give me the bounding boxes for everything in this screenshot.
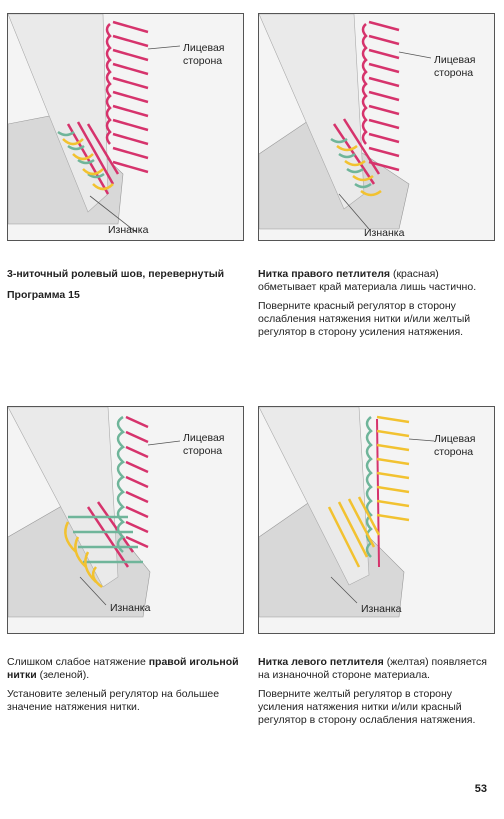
caption-2: Нитка правого петлителя (красная) обметы… <box>258 268 498 345</box>
caption-2-lead-rest: (красная) обметывает край материала лишь… <box>258 268 477 293</box>
caption-3-lead-plain: Слишком слабое натяжение <box>7 656 149 668</box>
caption-3-para2: Установите зеленый регулятор на большее … <box>7 688 220 713</box>
caption-1-title: 3-ниточный ролевый шов, перевернутый <box>7 268 225 280</box>
face-side-label: Лицевая сторона <box>183 432 225 457</box>
caption-1: 3-ниточный ролевый шов, перевернутый Про… <box>7 268 247 308</box>
seam-illustration-2 <box>259 14 432 230</box>
face-side-label: Лицевая сторона <box>434 433 476 458</box>
back-side-label: Изнанка <box>361 603 402 615</box>
diagram-panel-2: Лицевая сторона Изнанка <box>258 13 495 241</box>
diagram-panel-1: Лицевая сторона Изнанка <box>7 13 244 241</box>
caption-2-para2: Поверните красный регулятор в сторону ос… <box>258 300 471 338</box>
seam-illustration-4 <box>259 407 435 618</box>
caption-4-lead-rest: (желтая) появляется на изнаночной сторон… <box>258 656 487 681</box>
seam-illustration-1 <box>8 14 181 233</box>
face-side-label: Лицевая сторона <box>434 54 476 79</box>
back-side-label: Изнанка <box>110 602 151 614</box>
seam-illustration-3 <box>8 407 181 618</box>
page-number: 53 <box>474 783 487 795</box>
back-side-label: Изнанка <box>108 224 149 236</box>
caption-4: Нитка левого петлителя (желтая) появляет… <box>258 656 498 733</box>
caption-2-lead-bold: Нитка правого петлителя <box>258 268 391 280</box>
diagram-panel-4: Лицевая сторона Изнанка <box>258 406 495 634</box>
back-side-label: Изнанка <box>364 227 405 239</box>
caption-4-para2: Поверните желтый регулятор в сторону уси… <box>258 688 476 726</box>
caption-3-lead-rest: (зеленой). <box>36 669 90 681</box>
caption-3: Слишком слабое натяжение правой игольной… <box>7 656 247 720</box>
caption-3-lead-bold: правой игольной нитки <box>7 656 239 681</box>
caption-1-subtitle: Программа 15 <box>7 289 80 301</box>
diagram-panel-3: Лицевая сторона Изнанка <box>7 406 244 634</box>
face-side-label: Лицевая сторона <box>183 42 225 67</box>
caption-4-lead-bold: Нитка левого петлителя <box>258 656 384 668</box>
